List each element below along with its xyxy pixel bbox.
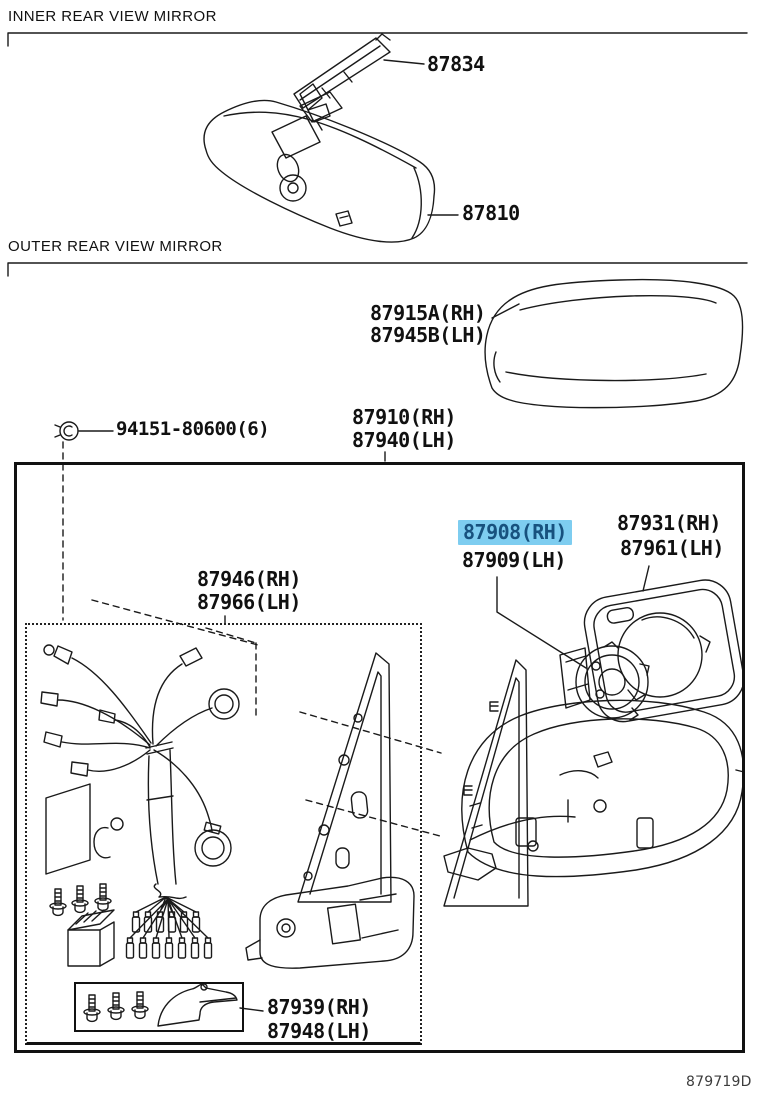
selected-part-number: 87908(RH) [463, 520, 567, 544]
part-label-87909-lh: 87909(LH) [462, 548, 566, 572]
retainer-plate-drawing [297, 652, 392, 903]
section-rules [7, 32, 748, 277]
cover-trim-drawing [157, 983, 238, 1027]
part-label-87940-lh: 87940(LH) [352, 428, 456, 452]
part-label-87939-rh: 87939(RH) [267, 995, 371, 1019]
part-label-87946-rh: 87946(RH) [197, 567, 301, 591]
leader-lines [78, 59, 650, 1012]
door-corner-panel-drawing [443, 659, 529, 907]
mirror-actuator-drawing [559, 641, 650, 721]
outer-mirror-assembly-box [14, 462, 745, 1053]
harness-kit-dotted-box [25, 623, 422, 1045]
part-label-87966-lh: 87966(LH) [197, 590, 301, 614]
part-label-87908-highlight[interactable]: 87908(RH) [458, 520, 572, 545]
part-label-87931-rh: 87931(RH) [617, 511, 721, 535]
harness-kit-drawing [40, 644, 415, 1027]
part-label-94151-screw: 94151-80600(6) [116, 418, 270, 440]
part-label-87834: 87834 [427, 52, 485, 76]
part-label-87961-lh: 87961(LH) [620, 536, 724, 560]
actuator-bracket-drawing [245, 876, 415, 969]
section-title-outer-mirror: OUTER REAR VIEW MIRROR [8, 238, 223, 255]
part-label-87915a-rh: 87915A(RH) [370, 301, 486, 325]
section-title-inner-mirror: INNER REAR VIEW MIRROR [8, 8, 217, 25]
inner-mirror-drawing [203, 91, 436, 243]
dashed-connector-lines [62, 441, 442, 837]
part-label-87945b-lh: 87945B(LH) [370, 323, 486, 347]
diagram-code: 879719D [686, 1074, 752, 1090]
part-label-87810: 87810 [462, 201, 520, 225]
mirror-stay-bracket-drawing [293, 33, 391, 123]
part-label-87910-rh: 87910(RH) [352, 405, 456, 429]
part-label-87948-lh: 87948(LH) [267, 1019, 371, 1043]
screw-clip-icon [54, 421, 79, 441]
cover-trim-sub-box [74, 982, 244, 1032]
mirror-cover-drawing [484, 278, 744, 409]
